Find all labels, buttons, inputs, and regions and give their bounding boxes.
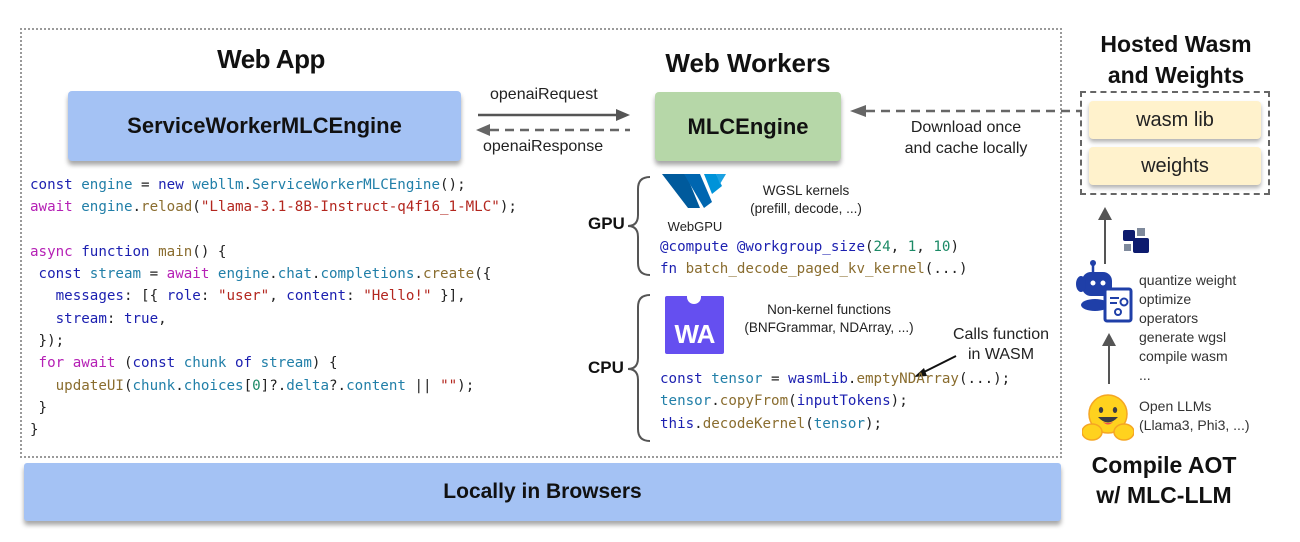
download-label-line1: Download once <box>910 119 1022 136</box>
compile-step: generate wgsl <box>1139 329 1227 345</box>
locally-in-browsers-bar: Locally in Browsers <box>24 463 1061 521</box>
openai-request-label: openaiRequest <box>490 86 598 103</box>
open-llms-line1: Open LLMs <box>1139 398 1212 414</box>
code-line: stream: true, <box>55 310 167 327</box>
cpu-label: CPU <box>588 358 624 377</box>
webgpu-logo-icon: WebGPU <box>660 172 730 234</box>
download-arrow <box>850 105 1082 117</box>
webgpu-logo-text: WebGPU <box>667 219 723 234</box>
compile-aot-line1: Compile AOT <box>1091 452 1237 478</box>
cpu-code-snippet: const tensor = wasmLib.emptyNDArray(...)… <box>660 368 1010 435</box>
code-line: for await (const chunk of stream) { <box>38 355 338 372</box>
service-worker-mlc-engine-box: ServiceWorkerMLCEngine <box>68 91 461 161</box>
weights-box: weights <box>1089 147 1261 185</box>
compile-step: ... <box>1139 367 1151 383</box>
code-line: messages: [{ role: "user", content: "Hel… <box>55 288 466 305</box>
code-line: fn batch_decode_paged_kv_kernel(...) <box>660 261 968 278</box>
gpu-description-line1: WGSL kernels <box>762 183 850 198</box>
gpu-label: GPU <box>588 214 625 233</box>
compile-step: optimize <box>1139 291 1192 307</box>
cpu-description-line2: (BNFGrammar, NDArray, ...) <box>744 320 914 335</box>
calls-function-arrow <box>914 355 957 377</box>
download-label-line2: and cache locally <box>904 140 1028 157</box>
gpu-description: WGSL kernels (prefill, decode, ...) <box>736 182 876 218</box>
cpu-description: Non-kernel functions (BNFGrammar, NDArra… <box>734 301 924 337</box>
response-arrow <box>476 124 630 136</box>
code-line: @compute @workgroup_size(24, 1, 10) <box>660 239 960 255</box>
gpu-brace-icon <box>627 176 651 276</box>
cpu-brace-icon <box>627 294 651 442</box>
code-line: } <box>30 422 39 439</box>
code-line: const stream = await engine.chat.complet… <box>38 266 492 283</box>
mlc-engine-box: MLCEngine <box>655 92 841 161</box>
mlc-llm-logo-icon <box>1123 228 1149 253</box>
code-line: updateUI(chunk.choices[0]?.delta?.conten… <box>55 377 475 394</box>
weights-label: weights <box>1141 154 1209 177</box>
calls-function-line1: Calls function <box>952 326 1050 343</box>
request-response-arrows <box>476 109 630 136</box>
code-line: tensor.copyFrom(inputTokens); <box>660 393 908 410</box>
cpu-description-line1: Non-kernel functions <box>767 302 891 317</box>
compile-steps-list: quantize weight optimize operators gener… <box>1139 271 1236 385</box>
hosted-title: Hosted Wasm and Weights <box>1072 29 1280 91</box>
locally-in-browsers-label: Locally in Browsers <box>443 480 642 503</box>
calls-function-annotation: Calls function in WASM <box>944 325 1058 365</box>
code-line: const tensor = wasmLib.emptyNDArray(...)… <box>660 371 1011 387</box>
openai-response-label: openaiResponse <box>483 138 604 155</box>
web-app-title: Web App <box>217 44 325 74</box>
gpu-code-snippet: @compute @workgroup_size(24, 1, 10) fn ba… <box>660 236 968 281</box>
request-arrow <box>478 109 630 121</box>
hugging-face-icon <box>1082 394 1134 441</box>
code-line: this.decodeKernel(tensor); <box>660 415 883 432</box>
service-worker-mlc-engine-label: ServiceWorkerMLCEngine <box>127 113 402 138</box>
download-label: Download once and cache locally <box>886 117 1046 159</box>
hosted-title-line1: Hosted Wasm <box>1100 31 1252 57</box>
wasm-lib-box: wasm lib <box>1089 101 1261 139</box>
code-line <box>30 219 517 241</box>
gpu-description-line2: (prefill, decode, ...) <box>750 201 862 216</box>
code-line: }); <box>30 333 65 350</box>
hosted-files-group <box>1080 91 1270 195</box>
llm-to-compiler-arrow <box>1102 333 1116 384</box>
browser-region <box>20 28 1062 458</box>
calls-function-line2: in WASM <box>967 346 1035 363</box>
compile-step: compile wasm <box>1139 348 1228 364</box>
webassembly-logo-text: WA <box>674 319 716 349</box>
compile-step: quantize weight <box>1139 272 1237 288</box>
open-llms-line2: (Llama3, Phi3, ...) <box>1139 417 1250 433</box>
compile-aot-line2: w/ MLC-LLM <box>1096 482 1232 508</box>
code-line: await engine.reload("Llama-3.1-8B-Instru… <box>30 199 517 216</box>
wasm-lib-label: wasm lib <box>1136 108 1214 131</box>
open-llms-label: Open LLMs (Llama3, Phi3, ...) <box>1139 397 1250 435</box>
compiler-robot-icon <box>1076 260 1133 323</box>
compile-step: operators <box>1139 310 1199 326</box>
code-line: const engine = new webllm.ServiceWorkerM… <box>30 177 466 193</box>
hosted-title-line2: and Weights <box>1107 62 1245 88</box>
code-line: async function main() { <box>30 243 227 260</box>
web-workers-title: Web Workers <box>665 48 831 78</box>
mlc-engine-label: MLCEngine <box>687 113 809 139</box>
web-app-code-snippet: const engine = new webllm.ServiceWorkerM… <box>30 174 517 442</box>
code-line: } <box>30 399 48 416</box>
compile-aot-title: Compile AOT w/ MLC-LLM <box>1076 450 1252 510</box>
webassembly-logo-icon: WA <box>665 294 724 354</box>
compile-to-hosted-arrow <box>1098 207 1112 264</box>
